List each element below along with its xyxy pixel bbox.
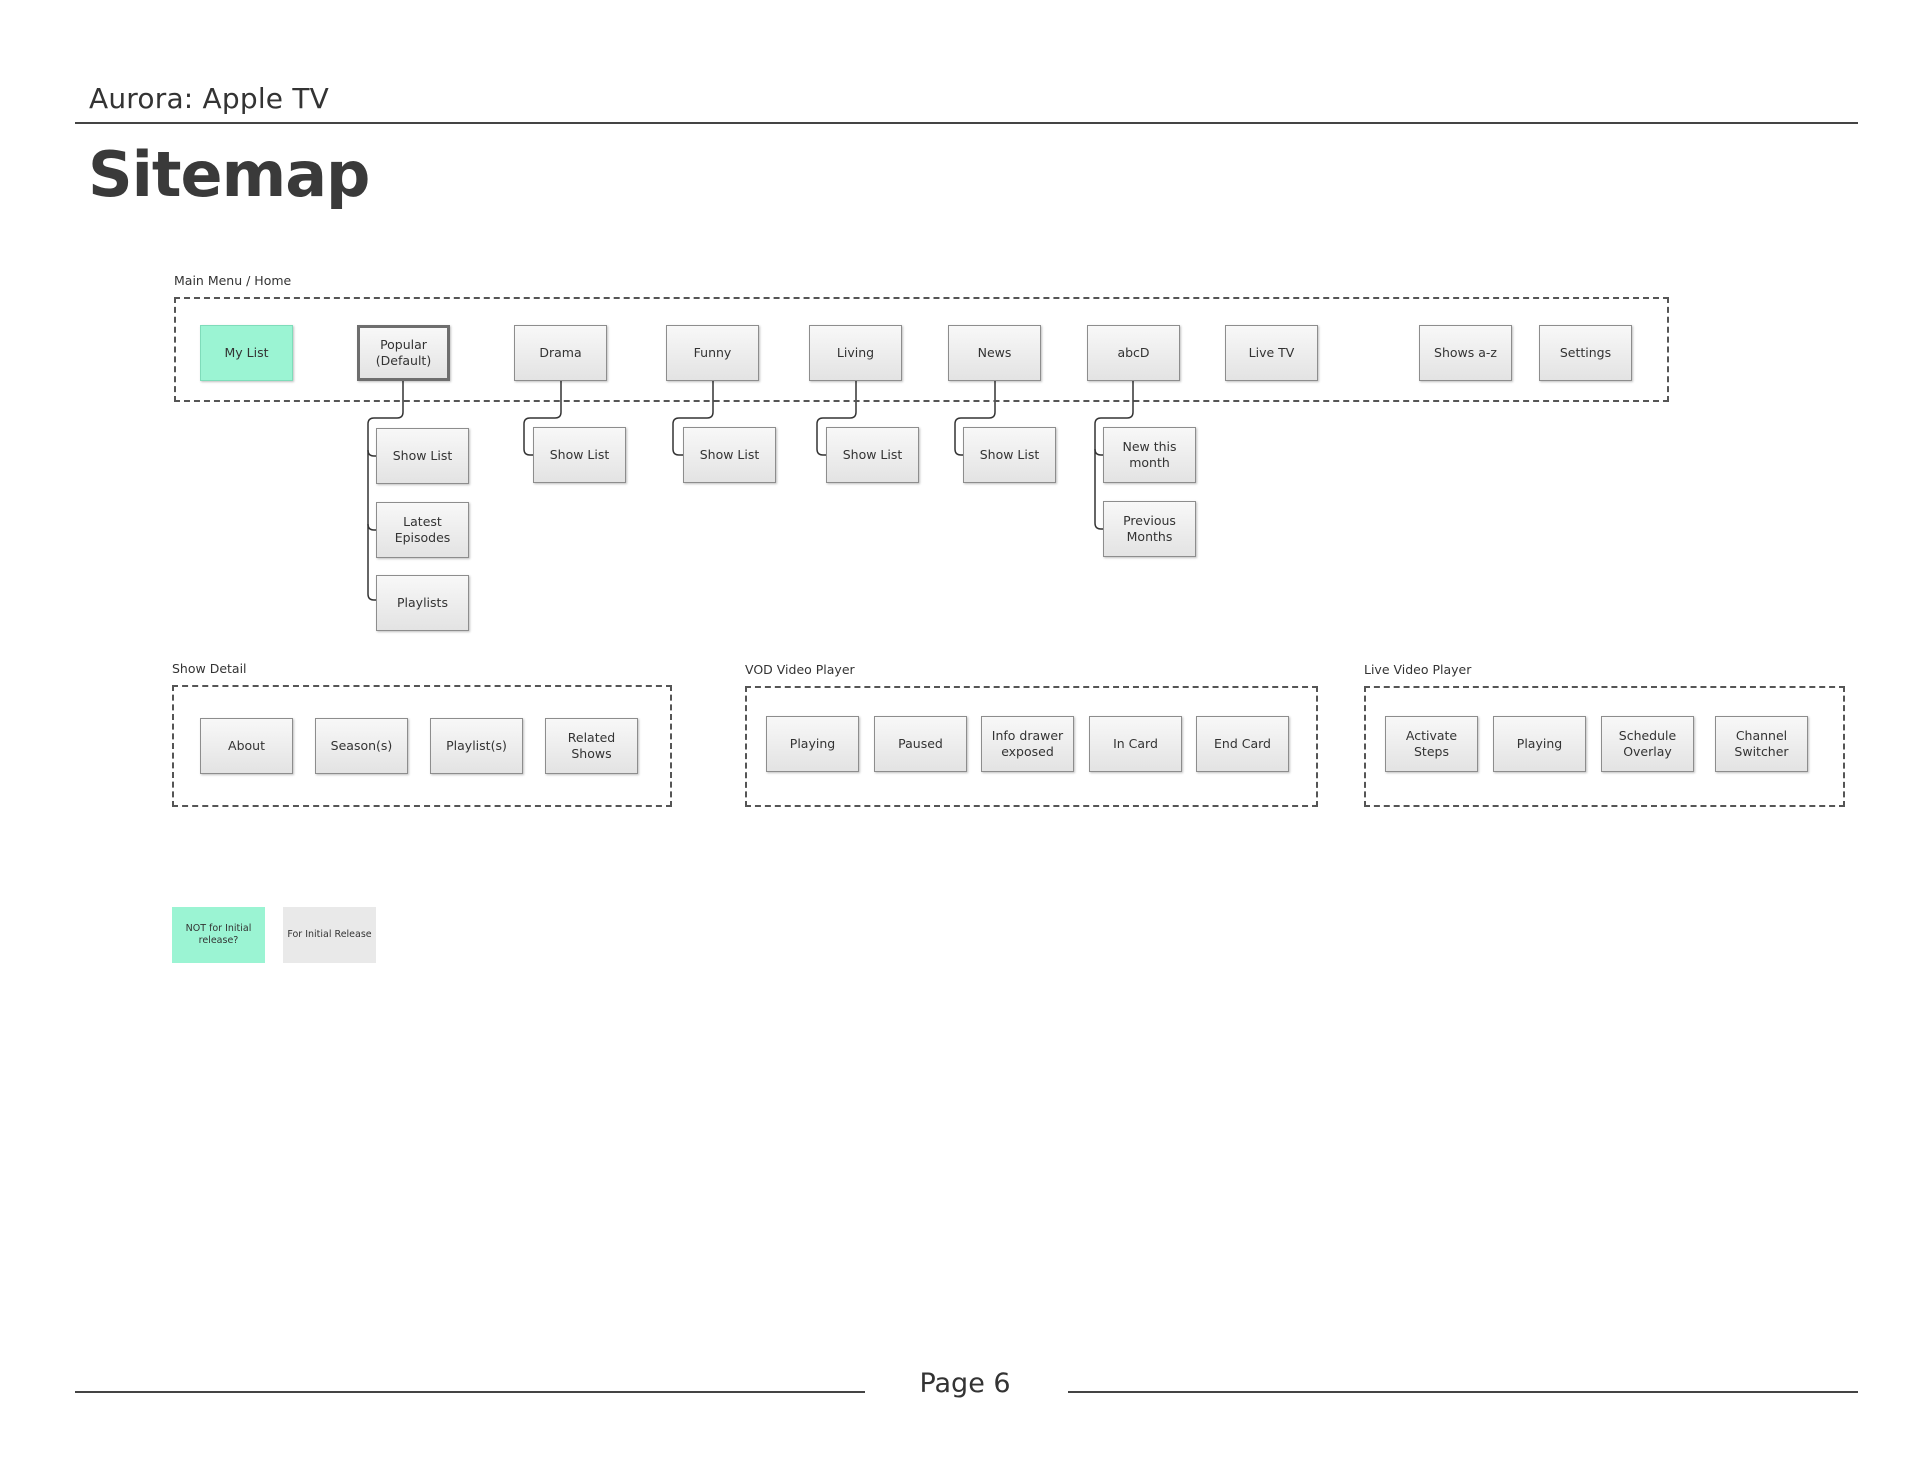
news-show-list[interactable]: Show List: [963, 427, 1056, 483]
main-menu-group: [174, 297, 1669, 402]
connector-popular: [367, 381, 404, 601]
drama-show-list[interactable]: Show List: [533, 427, 626, 483]
menu-item-funny[interactable]: Funny: [666, 325, 759, 381]
show-detail-group: [172, 685, 672, 807]
menu-item-news[interactable]: News: [948, 325, 1041, 381]
footer-divider-right: [1068, 1391, 1858, 1393]
live-schedule-overlay[interactable]: Schedule Overlay: [1601, 716, 1694, 772]
show-detail-label: Show Detail: [172, 661, 247, 676]
show-detail-related-shows[interactable]: Related Shows: [545, 718, 638, 774]
menu-item-settings[interactable]: Settings: [1539, 325, 1632, 381]
vod-in-card[interactable]: In Card: [1089, 716, 1182, 772]
connector-drama: [523, 381, 562, 456]
main-menu-label: Main Menu / Home: [174, 273, 292, 288]
footer-divider-left: [75, 1391, 865, 1393]
abcd-previous-months[interactable]: Previous Months: [1103, 501, 1196, 557]
connector-living: [816, 381, 857, 456]
living-show-list[interactable]: Show List: [826, 427, 919, 483]
connector-news: [954, 381, 996, 456]
page-number: Page 6: [919, 1368, 1011, 1399]
popular-playlists[interactable]: Playlists: [376, 575, 469, 631]
page-title: Sitemap: [88, 138, 370, 211]
document-title: Aurora: Apple TV: [89, 82, 329, 115]
connector-popular-latest: [367, 523, 376, 531]
vod-paused[interactable]: Paused: [874, 716, 967, 772]
menu-item-living[interactable]: Living: [809, 325, 902, 381]
connector-abcd-new: [1094, 448, 1103, 456]
vod-playing[interactable]: Playing: [766, 716, 859, 772]
vod-end-card[interactable]: End Card: [1196, 716, 1289, 772]
funny-show-list[interactable]: Show List: [683, 427, 776, 483]
live-channel-switcher[interactable]: Channel Switcher: [1715, 716, 1808, 772]
vod-player-label: VOD Video Player: [745, 662, 855, 677]
connector-funny: [672, 381, 714, 456]
show-detail-about[interactable]: About: [200, 718, 293, 774]
menu-item-my-list[interactable]: My List: [200, 325, 293, 381]
live-player-label: Live Video Player: [1364, 662, 1472, 677]
connector-abcd: [1094, 381, 1134, 530]
menu-item-popular[interactable]: Popular (Default): [357, 325, 450, 381]
menu-item-drama[interactable]: Drama: [514, 325, 607, 381]
connector-popular-show-list: [367, 449, 376, 457]
popular-latest-episodes[interactable]: Latest Episodes: [376, 502, 469, 558]
show-detail-playlists[interactable]: Playlist(s): [430, 718, 523, 774]
vod-info-drawer[interactable]: Info drawer exposed: [981, 716, 1074, 772]
live-activate-steps[interactable]: Activate Steps: [1385, 716, 1478, 772]
show-detail-seasons[interactable]: Season(s): [315, 718, 408, 774]
popular-show-list[interactable]: Show List: [376, 428, 469, 484]
menu-item-shows-az[interactable]: Shows a-z: [1419, 325, 1512, 381]
header-divider: [75, 122, 1858, 124]
abcd-new-this-month[interactable]: New this month: [1103, 427, 1196, 483]
menu-item-live-tv[interactable]: Live TV: [1225, 325, 1318, 381]
legend-not-initial-release: NOT for Initial release?: [172, 907, 265, 963]
live-player-group: [1364, 686, 1845, 807]
live-playing[interactable]: Playing: [1493, 716, 1586, 772]
menu-item-abcd[interactable]: abcD: [1087, 325, 1180, 381]
vod-player-group: [745, 686, 1318, 807]
legend-initial-release: For Initial Release: [283, 907, 376, 963]
